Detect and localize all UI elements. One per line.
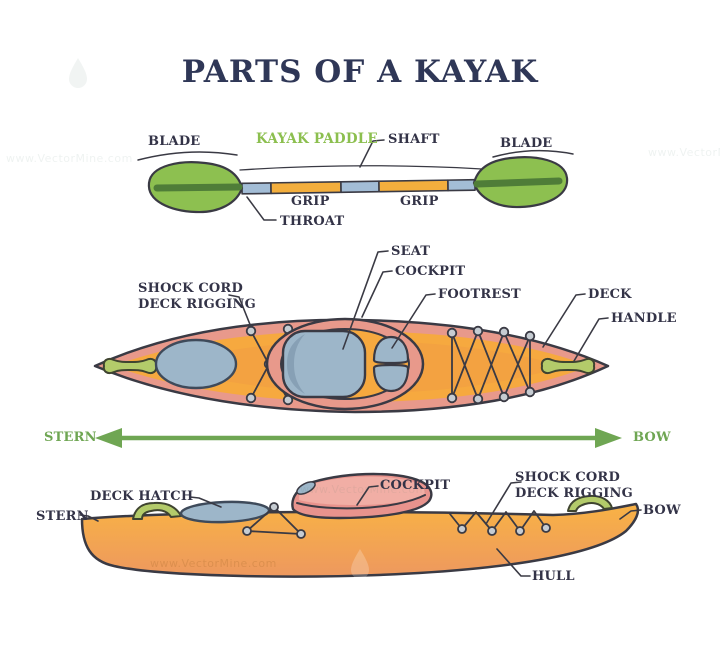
cockpit-shape-side <box>291 472 433 520</box>
label-hull: HULL <box>532 569 575 584</box>
label-grip-right: GRIP <box>400 194 439 209</box>
grab-handle-bow-side <box>567 494 613 512</box>
side-view-leader-lines <box>79 481 642 577</box>
paddle-illustration <box>137 139 574 221</box>
direction-arrow <box>95 428 622 448</box>
grab-handle-stern-side <box>132 501 182 520</box>
watermark-text: www.VectorMine.com <box>648 146 720 159</box>
label-shock-cord-side-line2: DECK RIGGING <box>515 486 633 501</box>
page-title: PARTS OF A KAYAK <box>181 54 539 90</box>
label-shock-cord-deck-rigging-side: SHOCK CORD DECK RIGGING <box>515 470 633 502</box>
label-kayak-paddle: KAYAK PADDLE <box>256 131 378 147</box>
label-throat: THROAT <box>280 214 345 229</box>
label-grip-left: GRIP <box>291 194 330 209</box>
footrest-shape <box>372 335 410 393</box>
label-shock-cord-line2: DECK RIGGING <box>138 297 256 312</box>
label-stern-direction: STERN <box>44 430 97 445</box>
rigging-right-side <box>449 510 551 536</box>
label-deck-hatch: DECK HATCH <box>90 489 194 504</box>
top-view-leader-lines <box>228 250 609 362</box>
watermark-text: www.VectorMine.com <box>300 483 427 496</box>
label-bow-direction: BOW <box>633 430 671 445</box>
deck-hatch-shape-top <box>154 338 238 390</box>
label-shock-cord-side-line1: SHOCK CORD <box>515 470 620 485</box>
label-deck: DECK <box>588 287 632 302</box>
kayak-top-view-illustration <box>93 250 610 414</box>
label-shaft: SHAFT <box>388 132 440 147</box>
watermark-droplet-icon <box>351 549 369 579</box>
label-footrest: FOOTREST <box>438 287 521 302</box>
paddle-leader-lines <box>137 139 574 221</box>
shaft-shape <box>241 178 476 195</box>
kayak-side-view-illustration <box>79 472 642 579</box>
label-blade-right: BLADE <box>500 136 553 151</box>
rigging-left-side <box>242 502 306 539</box>
label-seat: SEAT <box>391 244 431 259</box>
label-cockpit-side: COCKPIT <box>380 478 451 493</box>
label-bow-side: BOW <box>643 503 681 518</box>
label-cockpit-top: COCKPIT <box>395 264 466 279</box>
blade-right-shape <box>472 156 569 209</box>
label-stern-side: STERN <box>36 509 89 524</box>
shock-cord-rigging-right <box>446 325 536 405</box>
handle-shape-bow <box>540 357 596 375</box>
label-blade-left: BLADE <box>148 134 201 149</box>
label-handle: HANDLE <box>611 311 677 326</box>
label-shock-cord-line1: SHOCK CORD <box>138 281 243 296</box>
watermark-droplet-icon <box>69 58 87 88</box>
seat-shape <box>281 329 367 399</box>
watermark-text: www.VectorMine.com <box>150 557 277 570</box>
watermark-text: www.VectorMine.com <box>6 152 133 165</box>
handle-shape-stern <box>102 357 158 375</box>
blade-left-shape <box>147 161 244 214</box>
label-shock-cord-deck-rigging-top: SHOCK CORD DECK RIGGING <box>138 281 256 313</box>
